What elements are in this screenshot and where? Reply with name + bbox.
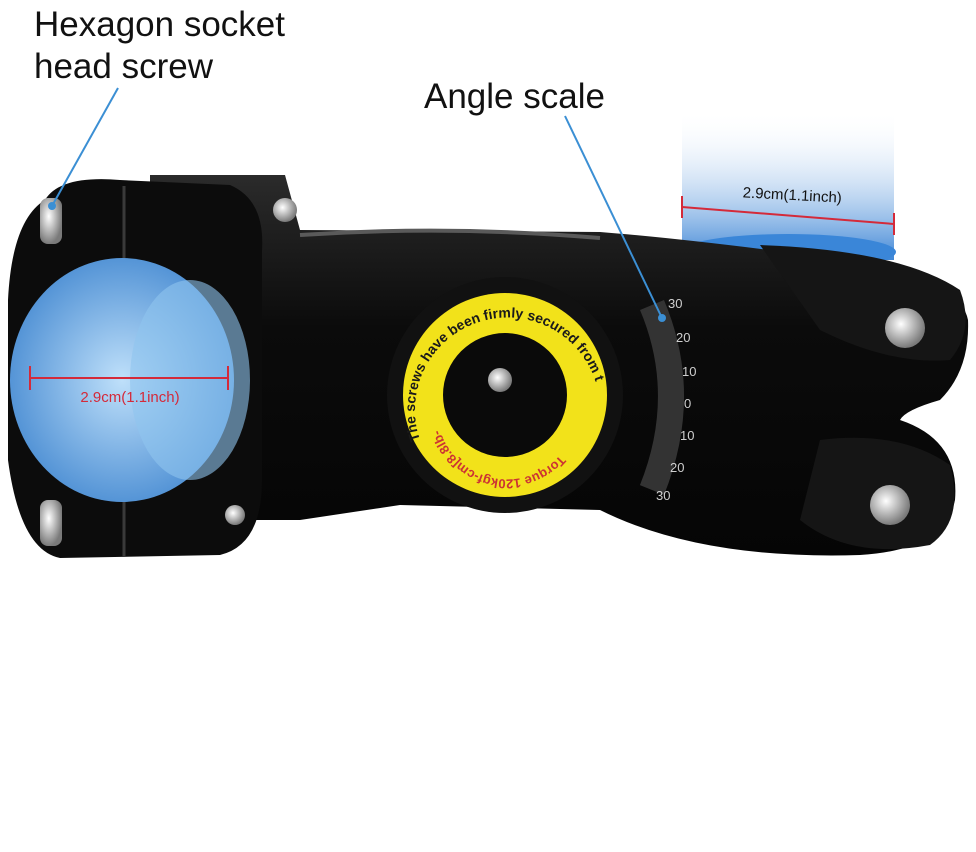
scale-tick: 10 [682,364,696,379]
scale-tick: 30 [656,488,670,503]
scale-tick: 20 [670,460,684,475]
scale-tick: 0 [684,396,691,411]
angle-leader-line [564,115,663,319]
hexagon-socket-bolts [40,198,925,546]
scale-tick: 30 [668,296,682,311]
scale-tick: 10 [680,428,694,443]
handlebar-dimension-label: 2.9cm(1.1inch) [742,184,842,206]
screw-callout-line1: Hexagon socket [34,5,285,44]
screw-callout-line2: head screw [34,47,213,86]
angle-scale-callout: Angle scale [424,77,605,116]
scale-tick: 20 [676,330,690,345]
screw-callout: Hexagon socket head screw [34,4,285,88]
screw-leader-line [51,87,119,207]
steerer-dimension-label: 2.9cm(1.1inch) [80,389,179,406]
angle-scale: 30 20 10 0 10 20 30 [656,296,696,503]
handlebar-dimension-line [681,206,895,225]
